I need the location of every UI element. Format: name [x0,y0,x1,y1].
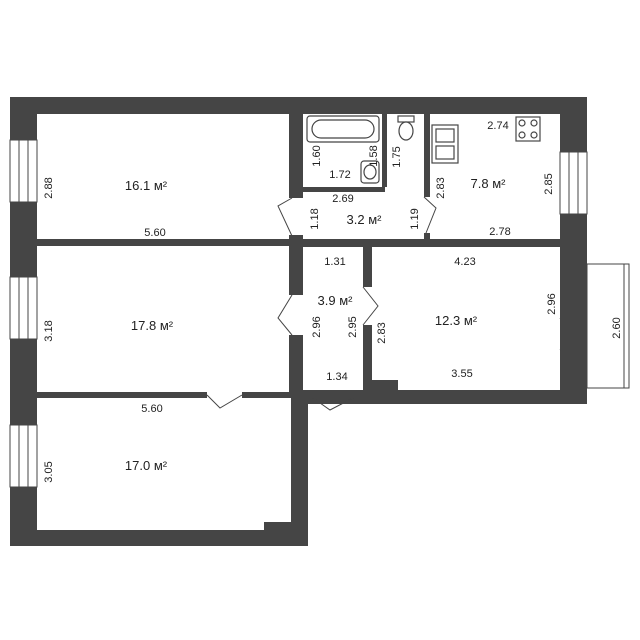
balcony [586,263,630,389]
fixtures [306,115,541,184]
bath-height: 1.60 [311,145,323,166]
room5-right-height: 2.96 [546,293,558,314]
room1-area: 16.1 м² [125,178,168,193]
hall-top-right-height: 1.19 [409,208,421,229]
window-left-top [9,139,38,203]
door-room3 [206,394,243,409]
door-balcony [559,317,573,351]
corridor-area: 3.9 м² [318,293,354,308]
door-corridor-bottom [312,397,354,411]
room3-width: 5.60 [141,403,162,415]
sink-icon [360,160,380,184]
kitchen-bottom-width: 2.78 [489,226,510,238]
hall-top-area: 3.2 м² [347,212,383,227]
hall-top-width: 2.69 [332,193,353,205]
kitchen-left-height: 2.83 [435,177,447,198]
room5-area: 12.3 м² [435,313,478,328]
door-hall-right [423,196,437,234]
door-corridor-right [362,286,379,326]
room2-height: 3.18 [43,320,55,341]
room5-bottom-width: 3.55 [451,368,472,380]
window-left-middle [9,276,38,340]
room1-width: 5.60 [144,227,165,239]
kitchen-sink-icon [431,124,459,164]
stove-icon [515,116,541,142]
corridor-left-height: 2.96 [311,316,323,337]
corridor-right-height: 2.95 [347,316,359,337]
wc-height-right: 1.75 [391,146,403,167]
balcony-length: 2.60 [611,317,623,338]
doors [206,196,573,411]
room5-top-width: 4.23 [454,256,475,268]
corridor-bottom-width: 1.34 [326,371,347,383]
windows [9,139,588,488]
window-right-kitchen [559,151,588,215]
wc-height-left: 1.58 [368,145,380,166]
interior-walls [37,114,587,530]
kitchen-area: 7.8 м² [471,176,507,191]
room3-height: 3.05 [43,461,55,482]
kitchen-right-height: 2.85 [543,173,555,194]
kitchen-top-width: 2.74 [487,120,508,132]
door-hall-left [277,197,293,237]
door-corridor-left [277,294,293,336]
hall-top-left-height: 1.18 [309,208,321,229]
room1-height: 2.88 [43,177,55,198]
toilet-icon [397,115,415,141]
window-left-bottom [9,424,38,488]
corridor-top-width: 1.31 [324,256,345,268]
room3-area: 17.0 м² [125,458,168,473]
bath-width: 1.72 [329,169,350,181]
room5-left-height: 2.83 [376,322,388,343]
bathtub-icon [306,115,380,143]
room2-area: 17.8 м² [131,318,174,333]
